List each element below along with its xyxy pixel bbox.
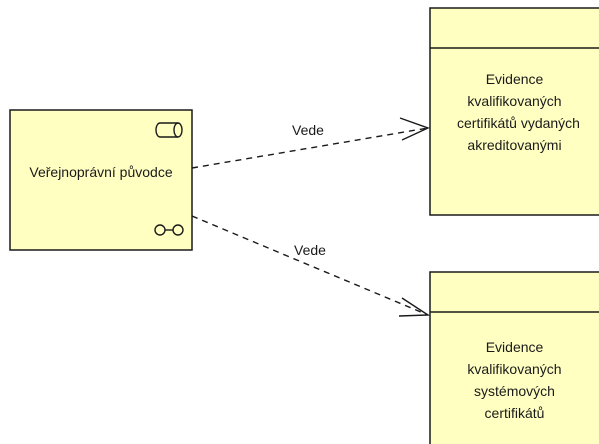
evidence-top-line: kvalifikovaných <box>467 93 562 109</box>
evidence-top-line: Evidence <box>485 71 544 87</box>
evidence-bottom-text: Evidence kvalifikovaných systémových cer… <box>430 336 599 424</box>
evidence-bottom-line: systémových <box>474 383 555 399</box>
edge-label-top: Vede <box>292 122 324 138</box>
evidence-top-line: akreditovanými <box>467 137 562 153</box>
evidence-top-text: Evidence kvalifikovaných certifikátů vyd… <box>430 68 599 156</box>
evidence-top-box[interactable] <box>429 7 599 216</box>
evidence-bottom-box[interactable] <box>429 271 599 444</box>
cylinder-icon <box>155 122 183 138</box>
actor-label: Veřejnoprávní původce <box>29 164 173 180</box>
infinity-link-icon <box>154 224 184 236</box>
edge-vede-top[interactable] <box>191 117 430 169</box>
actor-box[interactable] <box>9 109 193 251</box>
evidence-bottom-line: certifikátů <box>484 405 545 421</box>
evidence-bottom-line: kvalifikovaných <box>467 361 562 377</box>
edge-vede-bottom[interactable] <box>191 215 431 317</box>
evidence-bottom-line: Evidence <box>485 339 544 355</box>
evidence-top-line: certifikátů vydaných <box>457 115 580 131</box>
edge-label-bottom: Vede <box>294 242 326 258</box>
